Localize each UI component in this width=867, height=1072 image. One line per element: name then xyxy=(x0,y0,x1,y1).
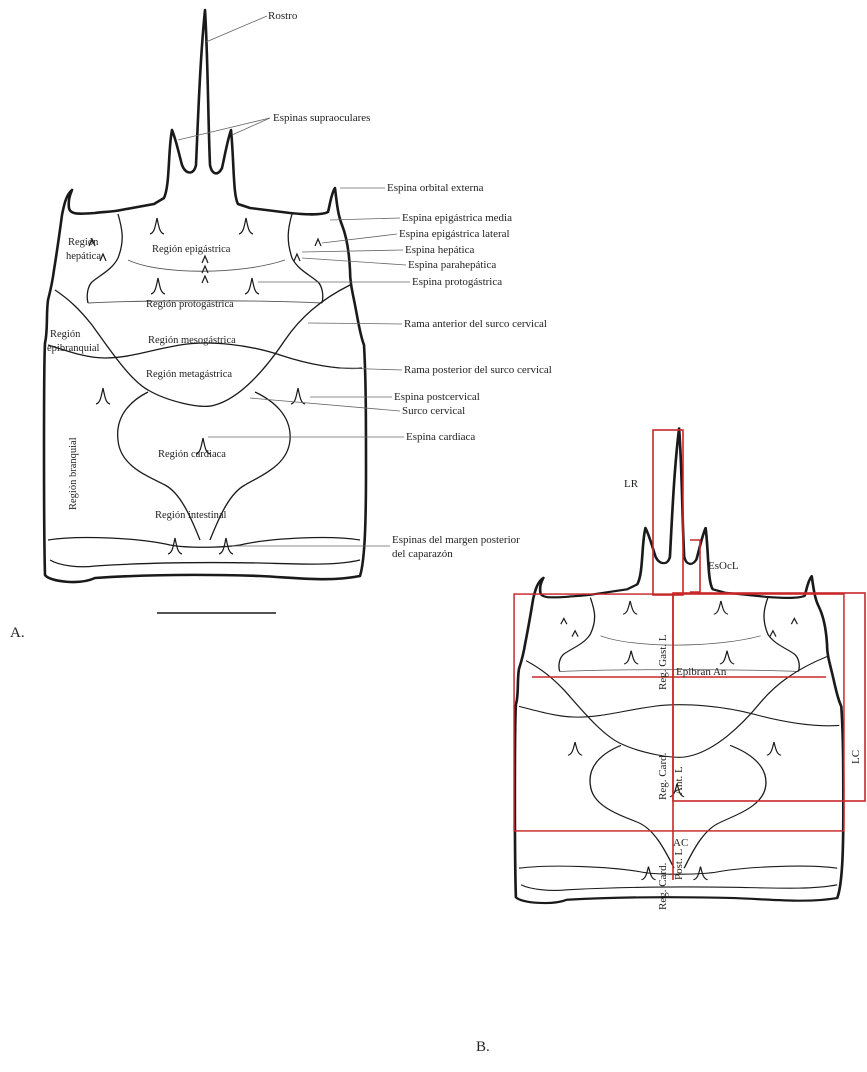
region-epibranquial-1: Región xyxy=(50,329,81,340)
label-ac: AC xyxy=(673,837,688,849)
label-card-ant-1: Reg. Card. xyxy=(657,752,669,800)
callouts-a: Rostro Espinas supraoculares Espina orbi… xyxy=(268,10,552,560)
label-orbital: Espina orbital externa xyxy=(387,182,484,194)
measurements-b xyxy=(514,430,865,880)
measure-labels-b: LR EsOcL LC AC Epibran An Reg. Gast. L R… xyxy=(624,478,862,910)
region-hepatica-1: Región xyxy=(68,237,99,248)
label-rama-posterior: Rama posterior del surco cervical xyxy=(404,364,552,376)
panel-label-b: B. xyxy=(476,1039,490,1055)
label-epig-lateral: Espina epigástrica lateral xyxy=(399,228,510,240)
regions-a: Región hepática Región epigástrica Regió… xyxy=(47,237,236,521)
region-protogastrica: Región protogástrica xyxy=(146,299,234,310)
region-branquial: Región branquial xyxy=(68,437,79,510)
panel-label-a: A. xyxy=(10,625,25,641)
measure-lc-box xyxy=(673,593,865,801)
label-gast: Reg. Gast. L xyxy=(657,634,669,690)
carapace-a xyxy=(44,10,366,582)
measure-lr-box xyxy=(653,430,683,595)
label-lc: LC xyxy=(850,750,862,764)
region-intestinal: Región intestinal xyxy=(155,510,227,521)
label-protogastrica: Espina protogástrica xyxy=(412,276,502,288)
label-epig-media: Espina epigástrica media xyxy=(402,212,512,224)
label-esocl: EsOcL xyxy=(708,560,739,572)
label-rama-anterior: Rama anterior del surco cervical xyxy=(404,318,547,330)
label-supraocular: Espinas supraoculares xyxy=(273,112,370,124)
label-card-ant-2: Ant. L xyxy=(673,766,685,795)
label-parahepatica: Espina parahepática xyxy=(408,259,496,271)
leader-lines-a xyxy=(178,16,410,546)
region-epibranquial-2: epibranquial xyxy=(47,343,100,354)
label-lr: LR xyxy=(624,478,639,490)
region-mesogastrica: Región mesogástrica xyxy=(148,335,236,346)
label-postcervical: Espina postcervical xyxy=(394,391,480,403)
label-margen-1: Espinas del margen posterior xyxy=(392,534,520,546)
label-surco: Surco cervical xyxy=(402,405,465,417)
label-epibran: Epibran An xyxy=(676,666,727,678)
label-rostro: Rostro xyxy=(268,10,298,22)
label-card-post-2: Post. L xyxy=(673,849,685,880)
label-card-post-1: Reg. Card. xyxy=(657,862,669,910)
label-cardiaca: Espina cardiaca xyxy=(406,431,475,443)
label-margen-2: del caparazón xyxy=(392,548,453,560)
region-hepatica-2: hepática xyxy=(66,251,101,262)
label-hepatica: Espina hepática xyxy=(405,244,474,256)
region-metagastrica: Región metagástrica xyxy=(146,369,232,380)
region-epigastrica: Región epigástrica xyxy=(152,244,231,255)
region-cardiaca: Región cardiaca xyxy=(158,449,226,460)
